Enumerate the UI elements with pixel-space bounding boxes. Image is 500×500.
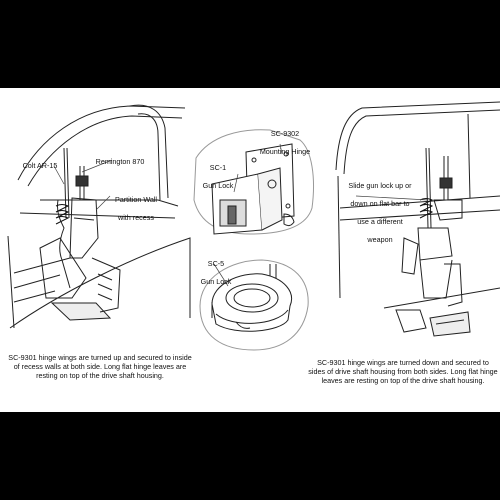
slide-line2: down on flat bar to [350,199,410,208]
slide-gun-lock-note: Slide gun lock up or down on flat bar to… [340,172,420,253]
remington-870-label: Remington 870 [95,157,145,166]
sc9302-line1: SC-9302 [270,129,300,138]
slide-line1: Slide gun lock up or [348,181,412,190]
right-rifle-assembly [395,147,471,337]
sc5-label: SC-5 Gun Lock [196,250,236,295]
sc5-line2: Gun Lock [200,277,232,286]
sc5-line1: SC-5 [207,259,225,268]
sc1-line1: SC-1 [209,163,227,172]
sc1-line2: Gun Lock [202,181,234,190]
partition-wall-line2: with recess [118,213,154,222]
slide-line3: use a different [357,217,403,226]
sc9302-label: SC-9302 Mounting Hinge [252,120,318,165]
gun-mount-diagram [7,101,500,351]
leader-lines [53,143,429,287]
right-caption: SC-9301 hinge wings are turned down and … [308,358,498,386]
slide-line4: weapon [367,235,393,244]
sc9302-line2: Mounting Hinge [259,147,311,156]
partition-wall-label: Partition Wall with recess [104,186,168,231]
colt-ar15-label: Colt AR-15 [22,161,58,170]
sc1-label: SC-1 Gun Lock [198,154,238,199]
left-rifle-assembly [39,147,121,321]
illustration-canvas: Colt AR-15 Remington 870 Partition Wall … [0,88,500,412]
sc1-sc9302-inset [193,129,314,235]
sc5-inset [199,259,309,351]
right-partition-frame [335,101,500,309]
left-partition-frame [7,104,191,329]
left-caption: SC-9301 hinge wings are turned up and se… [8,353,192,381]
partition-wall-line1: Partition Wall [114,195,158,204]
